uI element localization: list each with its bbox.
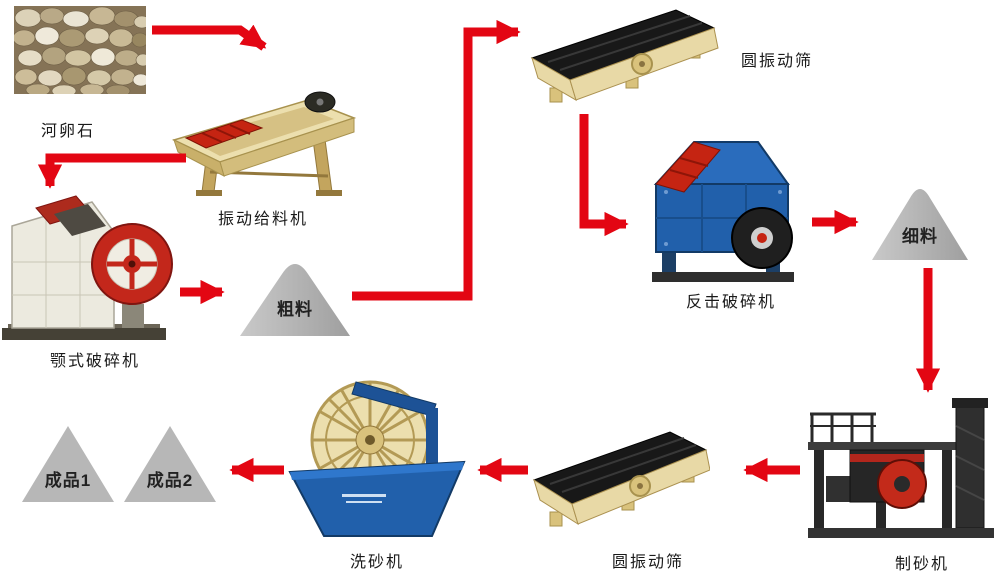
arrow-coarse-to-screen-top <box>352 19 521 301</box>
sand-maker-machine <box>806 396 998 544</box>
circular-screen-bottom-label: 圆振动筛 <box>611 554 685 571</box>
sand-washer-icon <box>288 380 466 537</box>
coarse-material-label: 粗料 <box>277 300 313 319</box>
jaw-crusher-label: 颚式破碎机 <box>49 353 141 370</box>
circular-screen-top-icon <box>530 9 719 103</box>
sand-washer-label: 洗砂机 <box>349 554 405 571</box>
fine-material-label: 细料 <box>902 227 938 246</box>
impact-crusher-label: 反击破碎机 <box>685 294 777 311</box>
fine-pile-icon <box>872 189 968 260</box>
arrow-screen-top-to-impact <box>579 114 629 237</box>
sand-washer-machine <box>286 378 468 542</box>
circular-screen-bottom-machine <box>532 416 710 538</box>
sand-maker-icon <box>808 398 994 538</box>
vibrating-feeder-label: 振动给料机 <box>217 211 309 228</box>
product1-label: 成品1 <box>44 471 92 490</box>
arrow-feeder-to-jawcrusher <box>37 153 186 189</box>
vibrating-feeder-icon <box>171 91 357 196</box>
circular-screen-top-machine <box>530 2 722 112</box>
pebbles-image <box>14 6 146 94</box>
product1-pile-icon <box>22 426 114 502</box>
coarse-pile <box>236 254 354 338</box>
raw-material-photo <box>14 6 146 94</box>
coarse-pile-icon <box>240 264 350 336</box>
impact-crusher-machine <box>636 120 808 288</box>
jaw-crusher-machine <box>2 190 174 342</box>
arrow-pebbles-to-feeder <box>152 24 267 51</box>
product2-pile <box>122 424 218 504</box>
product1-pile <box>20 424 116 504</box>
sand-maker-label: 制砂机 <box>894 556 950 573</box>
circular-screen-top-label: 圆振动筛 <box>740 53 814 70</box>
circular-screen-bottom-icon <box>532 431 710 527</box>
fine-pile <box>868 178 972 262</box>
vibrating-feeder-machine <box>170 82 360 200</box>
product2-pile-icon <box>124 426 216 502</box>
impact-crusher-icon <box>652 141 794 282</box>
product2-label: 成品2 <box>146 471 194 490</box>
jaw-crusher-icon <box>2 195 173 340</box>
raw-material-label: 河卵石 <box>40 123 96 140</box>
